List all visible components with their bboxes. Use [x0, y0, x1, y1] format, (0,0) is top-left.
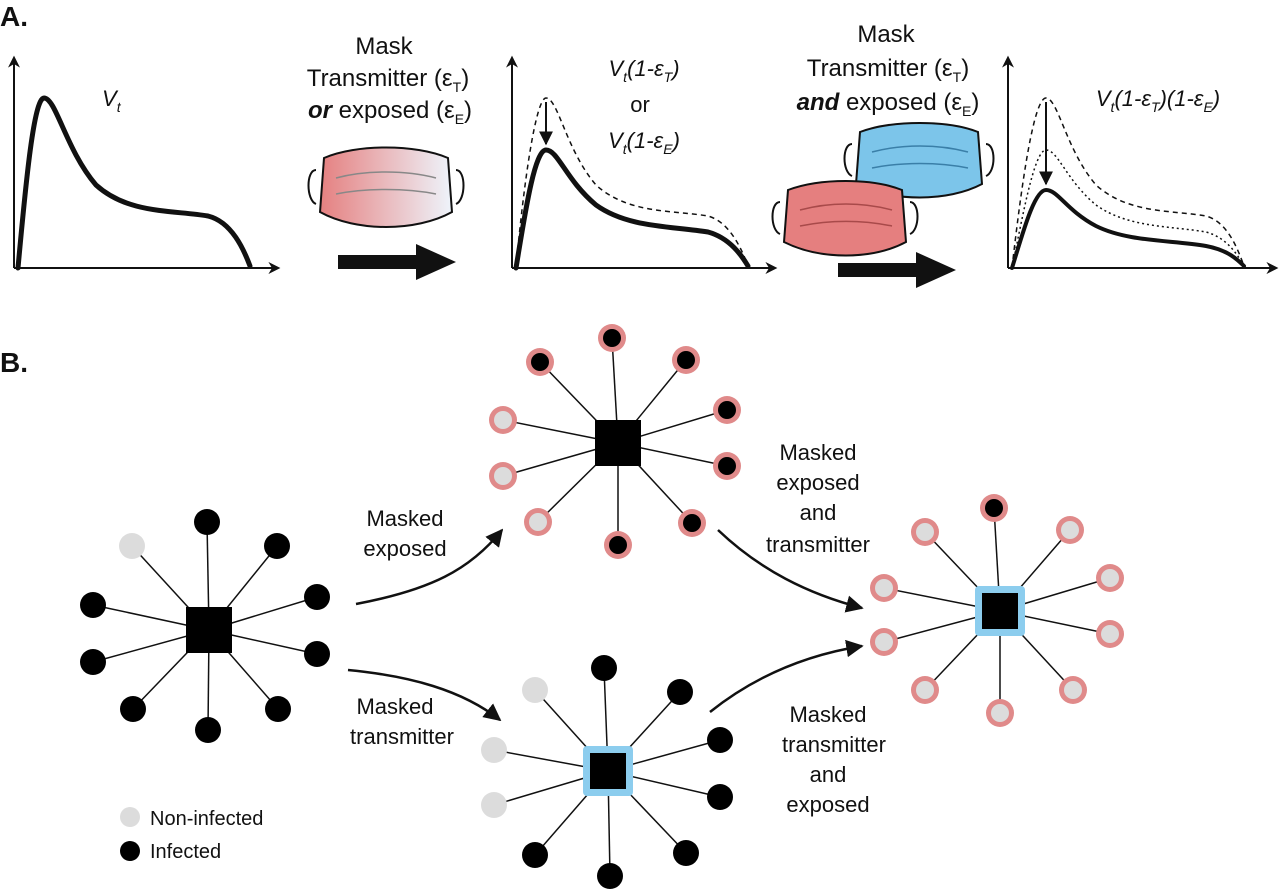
face-mask-blue-icon: [843, 122, 995, 199]
non-infected-node: [119, 533, 145, 559]
network-masked-both: [870, 494, 1124, 727]
non-infected-node-masked: [1101, 569, 1119, 587]
label-transmitter-exposed-3: and: [810, 762, 847, 787]
infected-node-masked: [718, 457, 736, 475]
face-mask-red-icon: [771, 180, 919, 257]
network-masked-transmitter: [481, 655, 733, 889]
label-masked-exposed-2: exposed: [363, 536, 446, 561]
infected-node-masked: [609, 536, 627, 554]
label-transmitter-exposed-4: exposed: [786, 792, 869, 817]
infected-node: [522, 842, 548, 868]
curve-label-vt: Vt: [102, 86, 122, 115]
arrow-transmitter-to-both: [709, 639, 864, 713]
infected-node: [707, 784, 733, 810]
non-infected-node-masked: [916, 681, 934, 699]
legend-infected-label: Infected: [150, 841, 221, 863]
plot2-label-1: Vt(1-εT): [608, 56, 679, 85]
network-masked-exposed: [489, 324, 741, 559]
step2-line3: and exposed (εE): [797, 89, 980, 119]
infected-node: [195, 717, 221, 743]
non-infected-node-masked: [1101, 625, 1119, 643]
transmitter-node: [186, 607, 232, 653]
infected-node: [597, 863, 623, 889]
double-mask-curve: [1010, 187, 1246, 270]
label-masked-transmitter-2: transmitter: [350, 724, 454, 749]
non-infected-node-masked: [494, 411, 512, 429]
label-exposed-transmitter-4: transmitter: [766, 532, 870, 557]
transmitter-node: [595, 420, 641, 466]
non-infected-node-masked: [494, 467, 512, 485]
plot3-label: Vt(1-εT)(1-εE): [1096, 86, 1220, 115]
step1-line1: Mask: [355, 33, 413, 60]
non-infected-node-masked: [1061, 521, 1079, 539]
non-infected-node: [481, 737, 507, 763]
label-transmitter-exposed-1: Masked: [789, 702, 866, 727]
non-infected-node: [481, 792, 507, 818]
infected-node-masked: [531, 353, 549, 371]
step2-line1: Mask: [857, 21, 915, 48]
baseline-curve-dashed: [1011, 97, 1245, 269]
plot-viral-load-baseline: Vt: [7, 55, 281, 274]
panel-a-label: A.: [0, 1, 28, 32]
viral-load-curve: [15, 95, 253, 271]
transmitter-node: [982, 593, 1018, 629]
non-infected-node-masked: [875, 633, 893, 651]
infected-node: [591, 655, 617, 681]
legend-non-infected-swatch: [120, 807, 140, 827]
baseline-curve-dashed: [515, 97, 749, 269]
big-arrow-right-1: [338, 244, 456, 280]
infected-node: [264, 533, 290, 559]
transmitter-node: [590, 753, 626, 789]
infected-node: [80, 592, 106, 618]
arrow-exposed-to-both: [717, 529, 864, 613]
label-exposed-transmitter-1: Masked: [779, 440, 856, 465]
arrow-to-masked-transmitter: [347, 668, 502, 722]
step2-text: Mask Transmitter (εT) and exposed (εE): [797, 21, 980, 119]
non-infected-node: [522, 677, 548, 703]
step1-line2: Transmitter (εT): [307, 65, 469, 95]
single-mask-curve-dotted: [1011, 149, 1245, 269]
step1-text: Mask Transmitter (εT) or exposed (εE): [307, 33, 472, 127]
infected-node: [304, 641, 330, 667]
non-infected-node-masked: [916, 523, 934, 541]
infected-node: [673, 840, 699, 866]
reduced-curve: [513, 147, 751, 271]
plot2-label-2: Vt(1-εE): [608, 128, 680, 157]
infected-node: [707, 727, 733, 753]
label-exposed-transmitter-2: exposed: [776, 470, 859, 495]
step1-line3: or exposed (εE): [308, 97, 472, 127]
non-infected-node-masked: [529, 513, 547, 531]
infected-node: [194, 509, 220, 535]
infected-node: [304, 584, 330, 610]
infected-node: [667, 679, 693, 705]
panel-b-label: B.: [0, 347, 28, 378]
infected-node-masked: [683, 514, 701, 532]
step2-line2: Transmitter (εT): [807, 55, 969, 85]
infected-node-masked: [603, 329, 621, 347]
plot2-or: or: [630, 92, 650, 117]
legend-infected-swatch: [120, 841, 140, 861]
infected-node-masked: [985, 499, 1003, 517]
face-mask-gradient-icon: [307, 146, 465, 228]
label-masked-exposed-1: Masked: [366, 506, 443, 531]
plot-double-mask: Vt(1-εT)(1-εE): [1002, 55, 1279, 274]
non-infected-node-masked: [991, 704, 1009, 722]
non-infected-node-masked: [875, 579, 893, 597]
legend-non-infected-label: Non-infected: [150, 808, 263, 830]
infected-node: [120, 696, 146, 722]
network-original: [80, 509, 330, 743]
label-transmitter-exposed-2: transmitter: [782, 732, 886, 757]
non-infected-node-masked: [1064, 681, 1082, 699]
label-exposed-transmitter-3: and: [800, 500, 837, 525]
arrow-to-masked-exposed: [355, 528, 504, 606]
infected-node-masked: [677, 351, 695, 369]
big-arrow-right-2: [838, 252, 956, 288]
infected-node: [265, 696, 291, 722]
infected-node: [80, 649, 106, 675]
plot-single-mask: Vt(1-εT) or Vt(1-εE): [506, 55, 778, 274]
infected-node-masked: [718, 401, 736, 419]
legend: Non-infected Infected: [120, 807, 263, 863]
label-masked-transmitter-1: Masked: [356, 694, 433, 719]
